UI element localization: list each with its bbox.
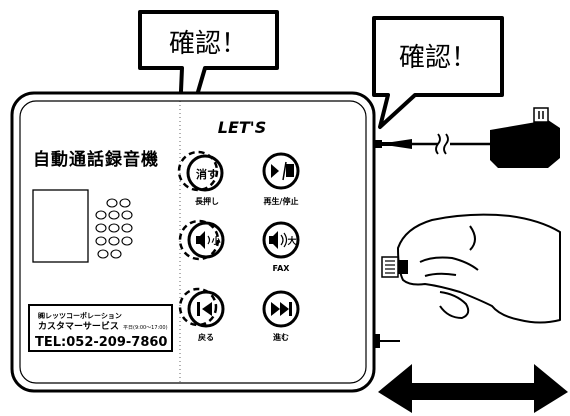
delete-caption: 長押し (195, 196, 219, 206)
label-hours: 平日(9:00～17:00) (123, 325, 168, 331)
customer-label: ㈱レッツコーポレーション カスタマーサービス 平日(9:00～17:00) TE… (28, 304, 173, 352)
play-stop-icon (271, 161, 294, 181)
volume-down-button[interactable]: 小 (178, 219, 225, 261)
volume-down-symbol: 小 (210, 235, 220, 247)
fax-caption: FAX (273, 264, 291, 273)
skip-back-icon (197, 302, 212, 316)
brand-logo: LET'S (218, 118, 266, 137)
forward-button[interactable] (262, 290, 300, 328)
speaker-volume-icon (196, 231, 211, 249)
side-jack (374, 334, 400, 348)
play-stop-caption: 再生/停止 (264, 196, 299, 206)
forward-caption: 進む (273, 332, 289, 342)
focus-circle (177, 150, 219, 192)
back-button[interactable] (178, 287, 225, 328)
focus-circle (178, 219, 220, 261)
speaker-grille-icon (95, 198, 133, 259)
skip-forward-icon (271, 302, 292, 316)
label-company: ㈱レッツコーポレーション (38, 311, 122, 320)
delete-button[interactable]: 消す (177, 150, 224, 192)
label-service: カスタマーサービス (38, 320, 119, 332)
plug-connector (381, 256, 408, 278)
label-tel: TEL:052-209-7860 (35, 335, 167, 350)
hand-icon (397, 213, 561, 324)
volume-up-symbol: 大 (287, 235, 296, 247)
speaker-volume-icon (269, 231, 288, 249)
callout-right-text: 確認！ (399, 43, 477, 73)
volume-up-button[interactable]: 大 (262, 221, 300, 259)
callout-right: 確認！ (372, 16, 504, 129)
display-window (32, 189, 89, 263)
power-adapter-icon (490, 107, 560, 168)
back-caption: 戻る (197, 332, 214, 342)
power-cable (374, 133, 490, 155)
device-title: 自動通話録音機 (33, 149, 159, 170)
focus-circle (178, 287, 218, 327)
callout-left-text: 確認！ (169, 29, 247, 59)
delete-symbol: 消す (196, 167, 218, 181)
double-arrow-icon (378, 364, 568, 413)
play-stop-button[interactable] (262, 152, 300, 190)
